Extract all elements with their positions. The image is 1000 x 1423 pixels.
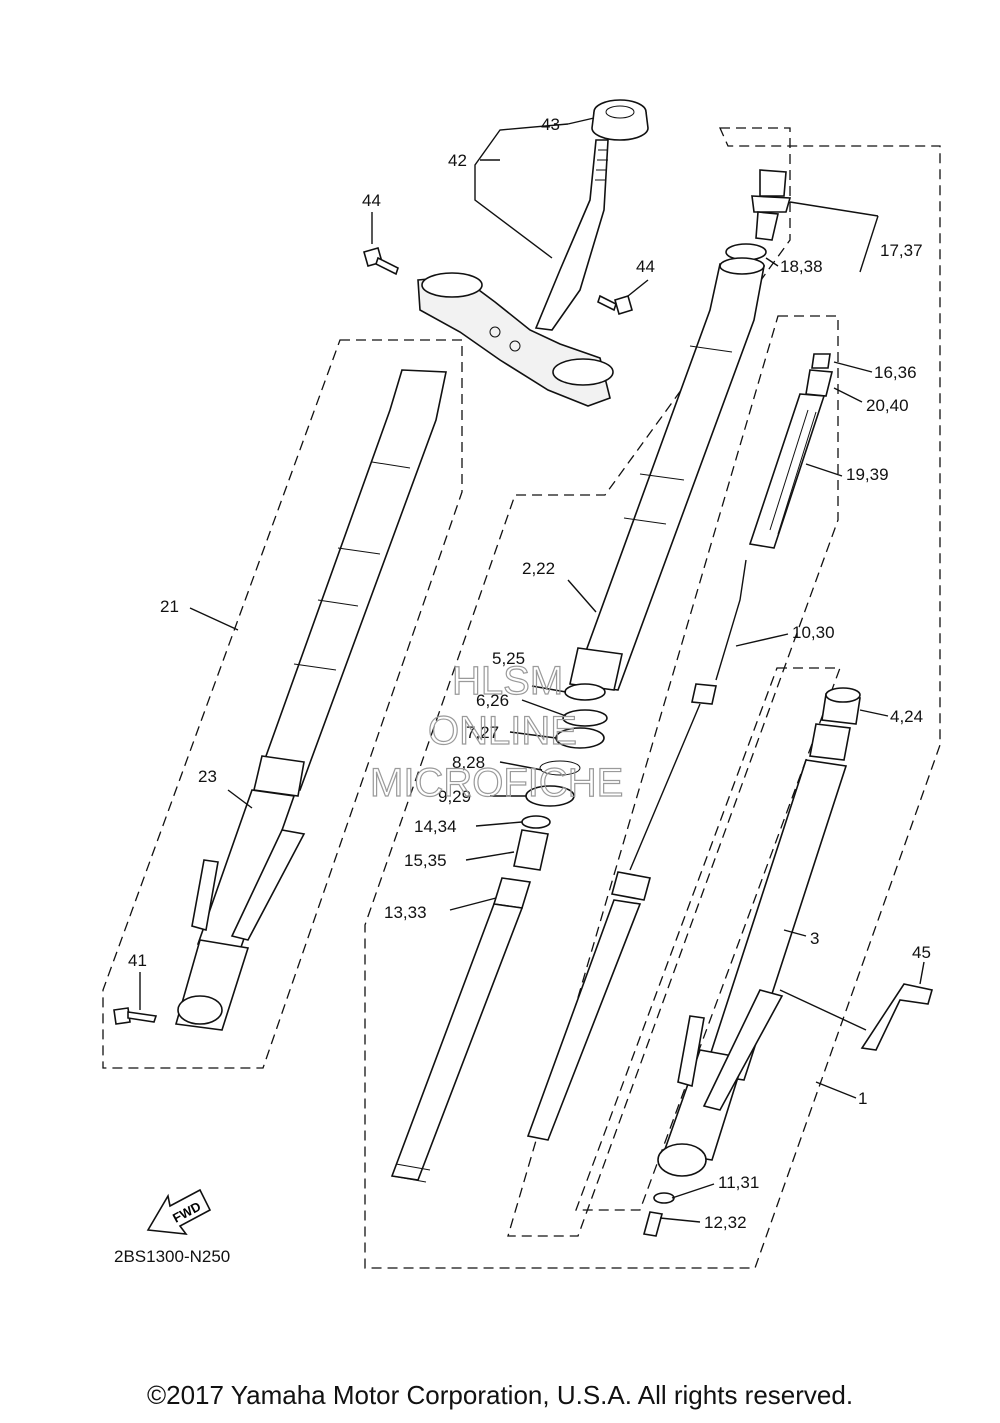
callout-20-40: 20,40 [866,396,909,415]
callout-11-31: 11,31 [718,1173,759,1192]
bushing-5-25 [564,683,606,701]
collar-20-40 [805,369,834,397]
bolt-44-right [597,294,633,316]
callout-4-24: 4,24 [890,707,923,726]
callout-21: 21 [160,597,179,616]
callout-8-28: 8,28 [452,753,485,772]
watermark-line3: MICROFICHE [370,761,623,805]
diagram-code: 2BS1300-N250 [114,1247,230,1266]
outer-tube-2-22 [569,257,765,691]
steering-stem-42 [534,139,609,331]
callout-42: 42 [448,151,467,170]
callout-12-32: 12,32 [704,1213,747,1232]
callout-41: 41 [128,951,147,970]
callout-9-29: 9,29 [438,787,471,806]
washer-11-31 [653,1192,675,1204]
bolt-12-32 [642,1211,664,1237]
washer-6-26 [562,709,608,727]
watermark: HLSM ONLINE MICROFICHE [369,658,624,805]
callout-16-36: 16,36 [874,363,917,382]
callout-6-26: 6,26 [476,691,509,710]
outline-inner-tube-group [575,667,841,1211]
bracket-45 [860,983,934,1051]
nut-16-36 [811,353,831,369]
watermark-line1: HLSM [452,659,563,703]
callout-17-37: 17,37 [880,241,923,260]
damper-rod-10-30 [526,559,747,1141]
leader-lines [139,117,925,1223]
fork-assembly-21 [174,369,447,1031]
callout-43: 43 [541,115,560,134]
callout-7-27: 7,27 [466,723,499,742]
callout-15-35: 15,35 [404,851,447,870]
cap-bolt-17-37 [751,169,792,241]
callout-2-22: 2,22 [522,559,555,578]
front-fork-exploded-diagram: 43 42 44 44 17,37 18,38 16,36 20,40 19,3… [102,99,941,1269]
copyright-notice: ©2017 Yamaha Motor Corporation, U.S.A. A… [146,1380,854,1410]
outline-right-fork-inner [364,127,941,1269]
bushing-4-24 [821,687,861,725]
callout-19-39: 19,39 [846,465,889,484]
callout-44-right: 44 [636,257,655,276]
callout-44-left: 44 [362,191,381,210]
inner-tube-3 [657,723,851,1177]
fwd-arrow-icon: FWD [146,1188,212,1235]
callout-45: 45 [912,943,931,962]
rod-19-39 [748,393,826,549]
callout-14-34: 14,34 [414,817,457,836]
bolt-41 [113,1007,158,1025]
clip-8-28 [539,760,581,776]
callout-5-25: 5,25 [492,649,525,668]
bearing-43 [591,99,649,141]
callout-13-33: 13,33 [384,903,427,922]
callout-18-38: 18,38 [780,257,823,276]
under-bracket-crown [417,272,614,407]
callout-10-30: 10,30 [792,623,835,642]
callout-3: 3 [810,929,819,948]
bolt-44-left [363,247,399,276]
piston-15-35 [513,829,549,871]
spring-13-33 [390,877,532,1183]
watermark-line2: ONLINE [428,709,577,753]
washer-14-34 [521,815,551,829]
callout-23: 23 [198,767,217,786]
callout-1: 1 [858,1089,867,1108]
outline-left-fork-assembly [102,339,463,1069]
